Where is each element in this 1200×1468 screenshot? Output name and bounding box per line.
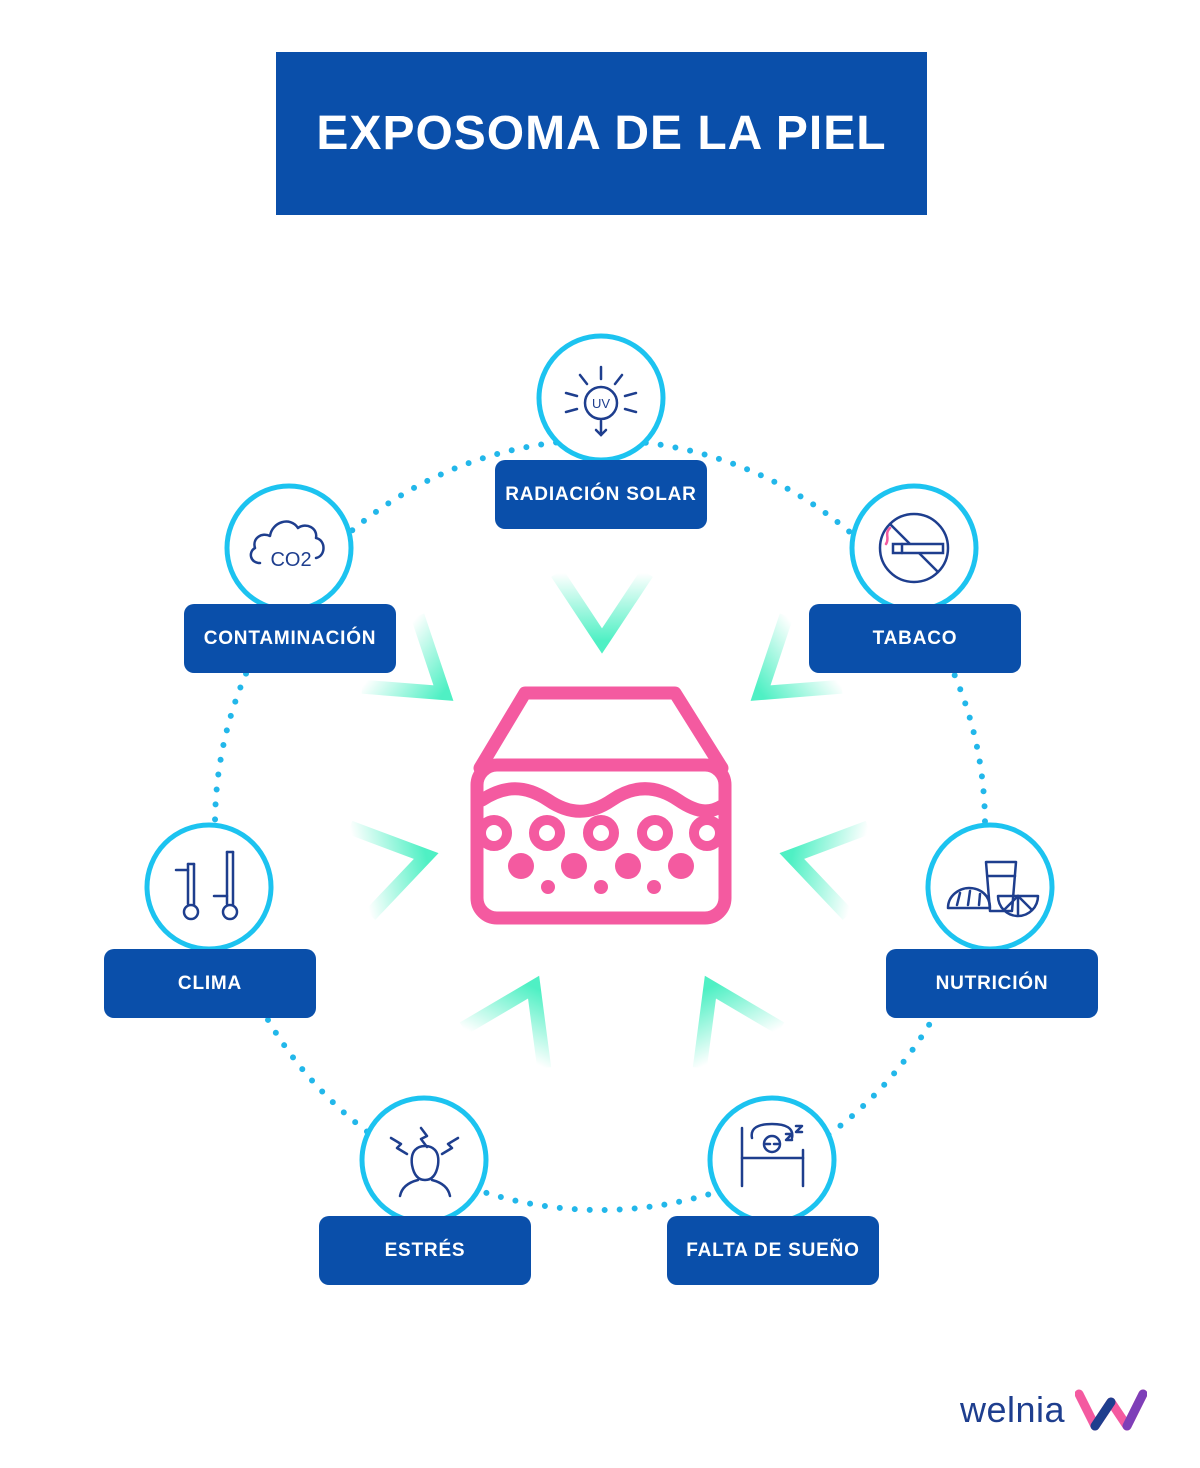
label-contaminacion: CONTAMINACIÓN bbox=[184, 604, 396, 673]
page-title: EXPOSOMA DE LA PIEL bbox=[316, 107, 887, 160]
no-smoking-icon bbox=[878, 512, 950, 584]
arrow-from-clima bbox=[347, 820, 439, 920]
arrow-from-nutricion bbox=[779, 820, 871, 920]
label-clima: CLIMA bbox=[104, 949, 316, 1018]
arrow-from-radiacion bbox=[551, 569, 653, 654]
sleep-bed-icon bbox=[740, 1122, 805, 1188]
inward-arrows bbox=[347, 569, 871, 1069]
circle-clima bbox=[144, 822, 274, 952]
skin-layers-icon bbox=[470, 686, 732, 925]
food-drink-icon bbox=[946, 860, 1040, 918]
arrow-from-falta-sueno bbox=[692, 975, 785, 1069]
arrow-from-tabaco bbox=[750, 613, 843, 701]
title-banner: EXPOSOMA DE LA PIEL bbox=[276, 52, 927, 215]
circle-nutricion bbox=[925, 822, 1055, 952]
label-nutricion: NUTRICIÓN bbox=[886, 949, 1098, 1018]
thermometers-icon bbox=[174, 850, 239, 921]
brand-name: welnia bbox=[960, 1389, 1066, 1430]
circle-estres bbox=[359, 1095, 489, 1225]
svg-text:CO2: CO2 bbox=[270, 549, 311, 571]
label-tabaco: TABACO bbox=[809, 604, 1021, 673]
circle-falta-sueno bbox=[707, 1095, 837, 1225]
welnia-w-logo-icon bbox=[1075, 1389, 1148, 1431]
co2-cloud-icon: CO2 bbox=[249, 520, 325, 571]
label-radiacion-solar: RADIACIÓN SOLAR bbox=[495, 460, 707, 529]
brand-logo: welnia bbox=[960, 1380, 1180, 1440]
arrow-from-contaminacion bbox=[361, 613, 454, 701]
uv-sun-icon: UV bbox=[564, 365, 638, 437]
stressed-head-icon bbox=[389, 1126, 460, 1198]
label-falta-de-sueno: FALTA DE SUEÑO bbox=[667, 1216, 879, 1285]
label-estres: ESTRÉS bbox=[319, 1216, 531, 1285]
svg-text:UV: UV bbox=[592, 396, 610, 411]
arrow-from-estres bbox=[459, 975, 552, 1069]
circle-contaminacion bbox=[224, 483, 354, 613]
